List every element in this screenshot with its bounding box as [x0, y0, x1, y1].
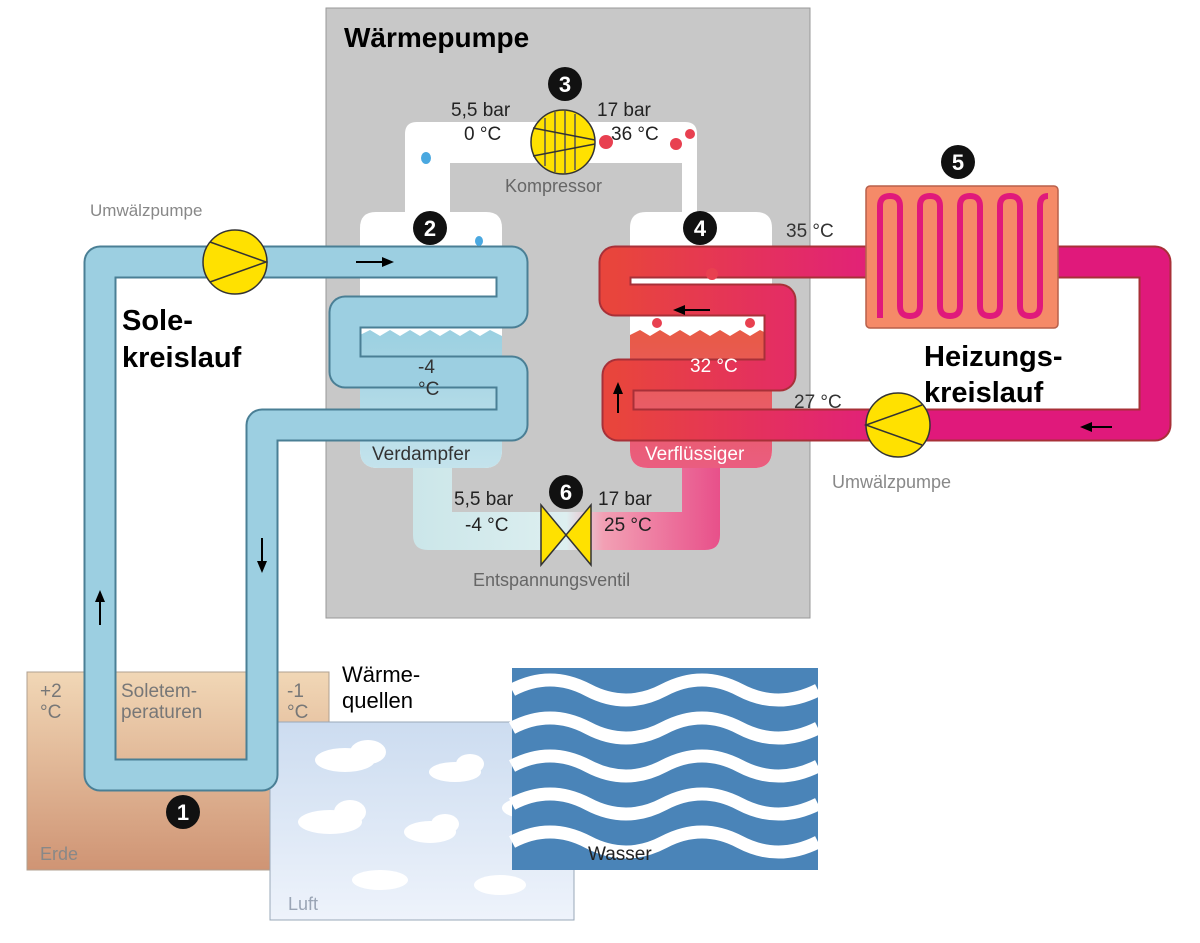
valve-left-pressure: 5,5 bar — [454, 489, 514, 510]
compressor-right-temp: 36 °C — [611, 124, 659, 145]
number-badge-3: 3 — [548, 67, 582, 101]
svg-text:1: 1 — [177, 800, 189, 825]
evaporator-temp-unit: °C — [418, 379, 439, 400]
arrow-right-icon — [356, 257, 394, 267]
condenser-label: Verflüssiger — [645, 444, 745, 465]
arrow-down-icon — [257, 538, 267, 573]
svg-text:5: 5 — [952, 150, 964, 175]
number-badge-4: 4 — [683, 211, 717, 245]
water-panel — [508, 668, 821, 870]
heating-return-temp: 27 °C — [794, 392, 842, 413]
refrigerant-bottom-loop — [413, 468, 720, 550]
refrigerant-top-loop — [405, 122, 697, 215]
condenser-temp: 32 °C — [690, 356, 738, 377]
flow-arrows — [95, 257, 1112, 625]
compressor-left-temp: 0 °C — [464, 124, 501, 145]
heating-pump-label: Umwälzpumpe — [832, 472, 951, 492]
brine-pump — [202, 229, 269, 295]
brine-pump-label: Umwälzpumpe — [90, 201, 202, 220]
wave-pattern — [508, 673, 821, 859]
compressor-left-pressure: 5,5 bar — [451, 100, 511, 121]
svg-text:2: 2 — [424, 216, 436, 241]
water-label: Wasser — [588, 844, 652, 865]
arrow-up-icon — [95, 590, 105, 625]
brine-temp-out-unit: °C — [287, 702, 308, 723]
valve-right-temp: 25 °C — [604, 515, 652, 536]
arrow-up-icon — [613, 382, 623, 413]
compressor-right-pressure: 17 bar — [597, 100, 652, 121]
brine-temps-label-line1: Soletem- — [121, 681, 197, 702]
brine-circuit-label-line1: Sole- — [122, 305, 193, 337]
arrow-left-icon — [673, 305, 710, 315]
heating-pump — [863, 392, 931, 458]
earth-label: Erde — [40, 844, 78, 864]
number-badge-2: 2 — [413, 211, 447, 245]
heat-sources-label-line2: quellen — [342, 688, 413, 713]
valve-right-pressure: 17 bar — [598, 489, 653, 510]
brine-temp-out-value: -1 — [287, 681, 304, 702]
compressor-label: Kompressor — [505, 176, 602, 196]
radiator — [865, 185, 1059, 329]
heating-supply-temp: 35 °C — [786, 221, 834, 242]
heating-circuit-label-line1: Heizungs- — [924, 341, 1063, 373]
svg-text:3: 3 — [559, 72, 571, 97]
refrigerant-bubbles — [421, 129, 755, 328]
valve-label: Entspannungsventil — [473, 570, 630, 590]
svg-text:6: 6 — [560, 480, 572, 505]
heating-circuit-label-line2: kreislauf — [924, 377, 1044, 409]
brine-circuit-label-line2: kreislauf — [122, 342, 242, 374]
svg-text:4: 4 — [694, 216, 707, 241]
number-badge-5: 5 — [941, 145, 975, 179]
heating-circuit — [598, 245, 1172, 442]
evaporator-temp-value: -4 — [418, 357, 435, 378]
brine-temp-in-unit: °C — [40, 702, 61, 723]
expansion-valve — [540, 502, 592, 568]
valve-left-temp: -4 °C — [465, 515, 509, 536]
brine-temp-in-value: +2 — [40, 681, 62, 702]
number-badge-6: 6 — [549, 475, 583, 509]
brine-temps-label-line2: peraturen — [121, 702, 202, 723]
heat-pump-title: Wärmepumpe — [344, 22, 529, 53]
evaporator-label: Verdampfer — [372, 444, 471, 465]
air-label: Luft — [288, 894, 318, 914]
compressor — [530, 109, 596, 175]
arrow-left-icon — [1080, 422, 1112, 432]
heat-sources-label-line1: Wärme- — [342, 662, 420, 687]
number-badge-1: 1 — [166, 795, 200, 829]
